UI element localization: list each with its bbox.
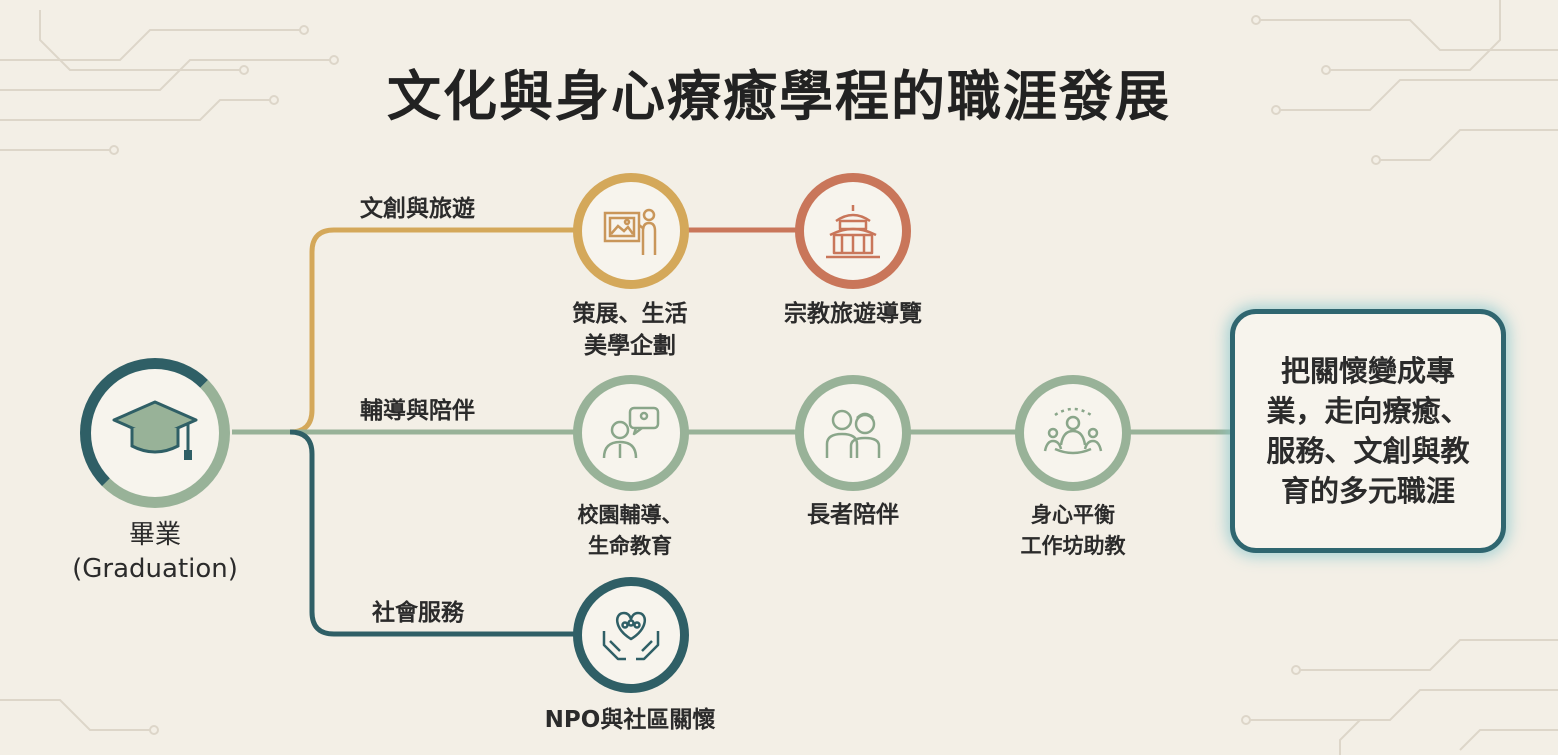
- start-node: [80, 358, 230, 508]
- start-label: 畢業 (Graduation): [72, 520, 238, 584]
- label-elderly-companion: 長者陪伴: [807, 502, 899, 528]
- label-wellness-workshop: 身心平衡 工作坊助教: [1020, 503, 1126, 558]
- counselor-chat-icon: [602, 406, 660, 459]
- meditation-group-icon: [1043, 407, 1103, 455]
- career-outcome-box: 把關懷變成專 業，走向療癒、 服務、文創與教 育的多元職涯: [1230, 309, 1506, 553]
- curator-presentation-icon: [603, 208, 657, 255]
- label-npo: NPO與社區關懷: [544, 707, 716, 733]
- temple-icon: [826, 205, 880, 259]
- node-school-counseling: [573, 375, 689, 491]
- node-npo: [573, 577, 689, 693]
- label-temple-tour: 宗教旅遊導覽: [784, 301, 922, 327]
- node-temple-tour: [795, 173, 911, 289]
- branch-label-counseling: 輔導與陪伴: [360, 398, 475, 424]
- node-wellness-workshop: [1015, 375, 1131, 491]
- branch-label-service: 社會服務: [372, 600, 464, 626]
- branch-label-culture: 文創與旅遊: [360, 196, 475, 222]
- label-school-counseling: 校園輔導、 生命教育: [577, 503, 683, 558]
- career-outcome-text: 把關懷變成專 業，走向療癒、 服務、文創與教 育的多元職涯: [1266, 354, 1470, 508]
- elderly-couple-icon: [825, 409, 881, 458]
- label-curation: 策展、生活 美學企劃: [572, 301, 688, 359]
- node-elderly-companion: [795, 375, 911, 491]
- graduation-cap-icon: [112, 400, 198, 460]
- node-curation: [573, 173, 689, 289]
- hands-heart-icon: [602, 611, 660, 661]
- page-title: 文化與身心療癒學程的職涯發展: [387, 64, 1171, 128]
- branch-line-service: [289, 429, 574, 637]
